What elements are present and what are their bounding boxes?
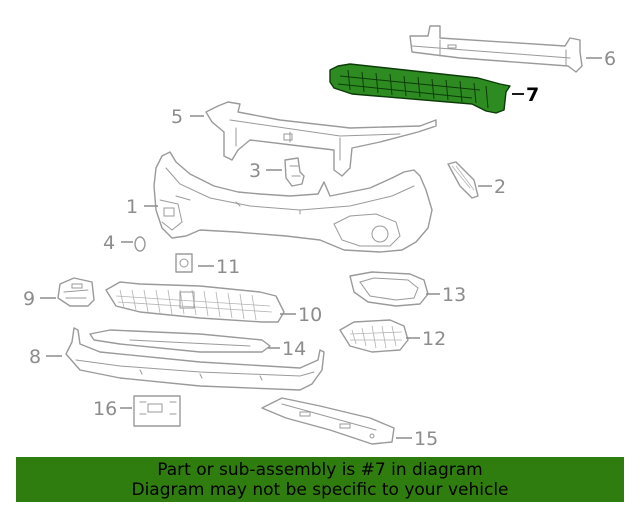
callout-11: 11: [216, 256, 240, 278]
bezel-part: [349, 271, 429, 307]
callout-8: 8: [29, 346, 41, 368]
plug-part: [134, 236, 146, 252]
callout-16: 16: [93, 398, 117, 420]
callout-12: 12: [422, 328, 446, 350]
reinforcement-beam-part: [409, 25, 583, 73]
fascia-insert-part: [447, 161, 479, 199]
callout-6: 6: [604, 48, 616, 70]
upper-support-part: [205, 101, 437, 177]
bumper-fascia-part: [153, 151, 433, 253]
fog-lamp-bracket-part: [57, 277, 95, 307]
callout-1: 1: [126, 196, 138, 218]
banner-part-line: Part or sub-assembly is #7 in diagram: [157, 459, 483, 480]
callout-13: 13: [442, 284, 466, 306]
parts-diagram: 6 7 5 3 2 1 4 11 9 13 10 12 14 8 16 15: [23, 25, 616, 450]
lower-fascia-part: [65, 327, 325, 391]
leader-lines: [40, 57, 602, 439]
energy-absorber-part: [329, 63, 511, 114]
callout-3: 3: [249, 160, 261, 182]
callout-labels: 6 7 5 3 2 1 4 11 9 13 10 12 14 8 16 15: [23, 48, 616, 450]
callout-7: 7: [526, 84, 539, 106]
callout-14: 14: [282, 338, 306, 360]
callout-10: 10: [298, 304, 322, 326]
molding-part: [89, 329, 271, 353]
bracket-part: [284, 157, 305, 187]
cover-part: [175, 253, 193, 273]
callout-2: 2: [494, 176, 506, 198]
callout-15: 15: [414, 428, 438, 450]
disclaimer-banner: Part or sub-assembly is #7 in diagram Di…: [16, 457, 624, 502]
callout-5: 5: [171, 106, 183, 128]
license-bracket-part: [133, 395, 181, 427]
shield-part: [261, 397, 395, 445]
fog-lamp-bezel-part: [339, 319, 409, 353]
callout-4: 4: [103, 232, 115, 254]
callout-9: 9: [23, 288, 35, 310]
banner-disclaimer-line: Diagram may not be specific to your vehi…: [131, 479, 509, 500]
grille-part: [105, 281, 285, 323]
